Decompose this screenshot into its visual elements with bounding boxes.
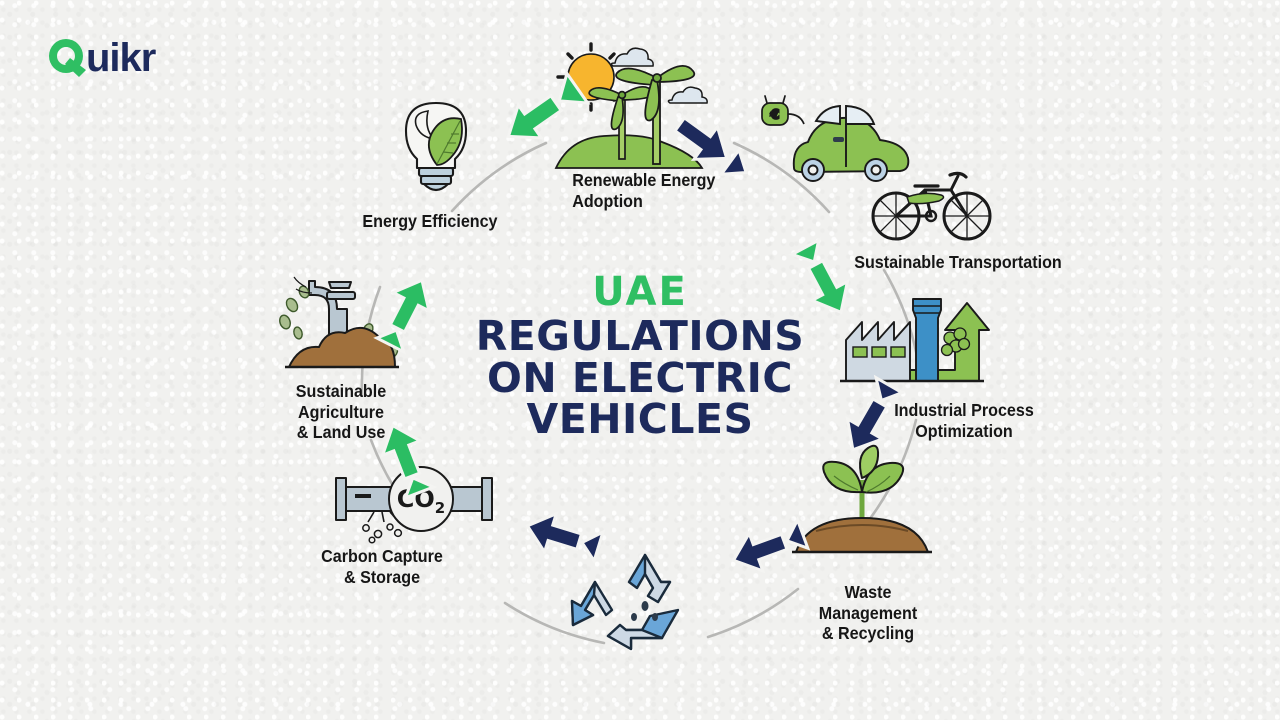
node-label-energy: Energy Efficiency (362, 211, 498, 231)
sprout-soil-icon (792, 444, 932, 554)
quikr-logo[interactable]: uikr (46, 36, 156, 80)
cycle-arc-ring (360, 141, 919, 645)
svg-text:€: € (769, 108, 779, 123)
node-label-renewable: Renewable Energy Adoption (572, 170, 716, 211)
recycling-symbol-icon (570, 553, 680, 651)
renewable-energy-icon (554, 42, 708, 169)
arrow-waste-to-recycling (731, 516, 811, 574)
factory-icon (840, 298, 990, 383)
node-label-transport: Sustainable Transportation (854, 252, 1062, 272)
title-main: REGULATIONS ON ELECTRIC VEHICLES (475, 311, 805, 444)
arc-recycling-carbon (503, 601, 606, 645)
arc-energy-renewable (450, 141, 548, 213)
arrow-energy-to-renewable (506, 70, 591, 140)
node-label-industrial: Industrial Process Optimization (894, 400, 1034, 441)
arrow-transport-to-industrial (788, 237, 850, 315)
electric-car-bicycle-icon: € (761, 95, 992, 241)
quikr-wordmark: uikr (86, 36, 156, 80)
arrow-carbon-to-agriculture (380, 423, 438, 501)
node-label-carbon: Carbon Capture & Storage (321, 546, 443, 587)
arc-renewable-transport (732, 141, 831, 214)
page-title: UAE REGULATIONS ON ELECTRIC VEHICLES (440, 272, 840, 441)
node-label-waste: Waste Management & Recycling (818, 582, 918, 644)
title-uae: UAE (592, 269, 688, 315)
arrow-agriculture-to-energy (373, 278, 432, 355)
quikr-q-icon (46, 36, 90, 80)
arrow-industrial-to-waste (845, 374, 906, 452)
irrigation-soil-icon (279, 276, 399, 369)
arc-waste-recycling (706, 587, 800, 639)
arrow-renewable-to-transport (672, 115, 749, 177)
co2-pipe-icon: CO2 (335, 466, 493, 544)
node-label-agriculture: Sustainable Agriculture & Land Use (295, 381, 387, 443)
arrow-recycling-to-carbon (525, 511, 606, 565)
lightbulb-leaf-icon (404, 101, 468, 192)
